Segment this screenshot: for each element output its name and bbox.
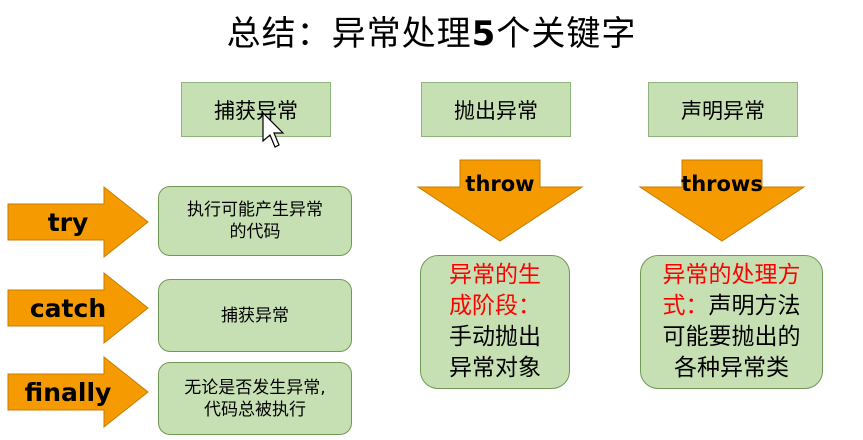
mouse-cursor-icon (262, 111, 285, 148)
arrow-try (7, 185, 149, 259)
title-prefix: 总结：异常处理 (226, 14, 472, 54)
arrow-throws (638, 159, 806, 242)
keyword-throw: throw (465, 172, 535, 196)
arrow-throw (416, 159, 584, 242)
description-finally: 无论是否发生异常,代码总被执行 (158, 362, 352, 435)
page-title: 总结：异常处理5个关键字 (0, 6, 863, 55)
header-throw-exception: 抛出异常 (421, 82, 571, 137)
arrow-catch (7, 271, 149, 345)
keyword-try: try (47, 207, 89, 237)
title-suffix: 个关键字 (496, 14, 637, 54)
keyword-finally: finally (24, 377, 112, 407)
keyword-catch: catch (29, 293, 107, 323)
arrow-finally (7, 355, 149, 429)
keyword-throws: throws (681, 172, 763, 196)
title-number: 5 (471, 14, 497, 54)
description-try: 执行可能产生异常的代码 (158, 186, 352, 256)
throws-explanation-box: 异常的处理方 式：声明方法 可能要抛出的 各种异常类 (640, 255, 823, 389)
header-catch-exception: 捕获异常 (181, 82, 331, 137)
throw-explanation-box: 异常的生 成阶段： 手动抛出 异常对象 (420, 255, 570, 389)
header-declare-exception: 声明异常 (648, 82, 798, 137)
description-catch: 捕获异常 (158, 279, 352, 352)
